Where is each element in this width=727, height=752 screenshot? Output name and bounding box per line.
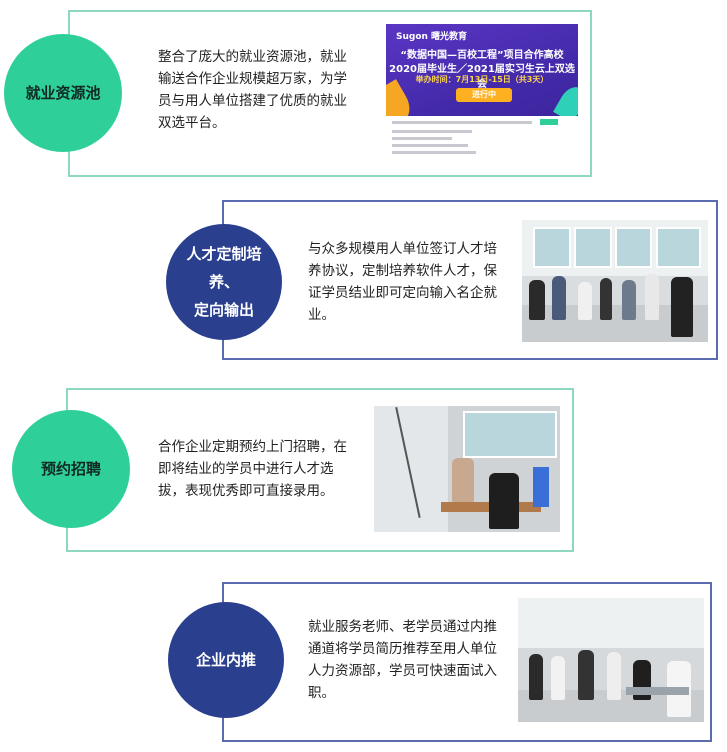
poster-info-panel [386, 116, 578, 156]
description-line: 人力资源部，学员可快速面试入 [308, 663, 497, 679]
poster-status-button: 进行中 [456, 88, 512, 102]
description-line: 即将结业的学员中进行人才选 [158, 461, 334, 477]
interview-photo [374, 406, 560, 532]
section-title: 预约招聘 [40, 460, 101, 478]
description-line: 养协议，定制培养软件人才，保 [308, 263, 497, 279]
section-title-line: 人才定制培养、 [186, 245, 262, 291]
section-description: 合作企业定期预约上门招聘，在 即将结业的学员中进行人才选 拔，表现优秀即可直接录… [158, 436, 368, 502]
job-fair-photo [522, 220, 708, 342]
section-description: 与众多规模用人单位签订人才培 养协议，定制培养软件人才，保 证学员结业即可定向输… [308, 238, 518, 326]
poster-brand: Sugon 曙光教育 [396, 32, 468, 42]
section-title: 企业内推 [195, 651, 256, 669]
description-line: 证学员结业即可定向输入名企就 [308, 285, 497, 301]
section-title: 就业资源池 [25, 84, 101, 102]
description-line: 通道将学员简历推荐至用人单位 [308, 641, 497, 657]
description-line: 输送合作企业规模超万家，为学 [158, 71, 347, 87]
section-badge-appointment-recruitment: 预约招聘 [12, 410, 130, 528]
section-description: 整合了庞大的就业资源池，就业 输送合作企业规模超万家，为学 员与用人单位搭建了优… [158, 46, 368, 134]
section-title: 人才定制培养、 定向输出 [174, 240, 274, 324]
poster-subheadline: 2020届毕业生／2021届实习生云上双选会 [389, 64, 575, 90]
description-line: 职。 [308, 685, 335, 701]
section-badge-internal-referral: 企业内推 [168, 602, 284, 718]
section-description: 就业服务老师、老学员通过内推 通道将学员简历推荐至用人单位 人力资源部，学员可快… [308, 616, 518, 704]
section-badge-employment-pool: 就业资源池 [4, 34, 122, 152]
description-line: 整合了庞大的就业资源池，就业 [158, 49, 347, 65]
description-line: 合作企业定期预约上门招聘，在 [158, 439, 347, 455]
poster-headline: “数据中国—百校工程”项目合作高校 [400, 50, 564, 61]
section-badge-custom-training: 人才定制培养、 定向输出 [166, 224, 282, 340]
description-line: 与众多规模用人单位签订人才培 [308, 241, 497, 257]
description-line: 拔，表现优秀即可直接录用。 [158, 483, 334, 499]
description-line: 员与用人单位搭建了优质的就业 [158, 93, 347, 109]
poster-date: 举办时间：7月13日-15日（共3天） [415, 75, 549, 84]
description-line: 就业服务老师、老学员通过内推 [308, 619, 497, 635]
recruitment-poster-image: Sugon 曙光教育 “数据中国—百校工程”项目合作高校 2020届毕业生／20… [386, 24, 578, 156]
section-title-line: 定向输出 [193, 301, 254, 319]
description-line: 双选平台。 [158, 115, 226, 131]
referral-photo [518, 598, 704, 722]
description-line: 业。 [308, 307, 335, 323]
